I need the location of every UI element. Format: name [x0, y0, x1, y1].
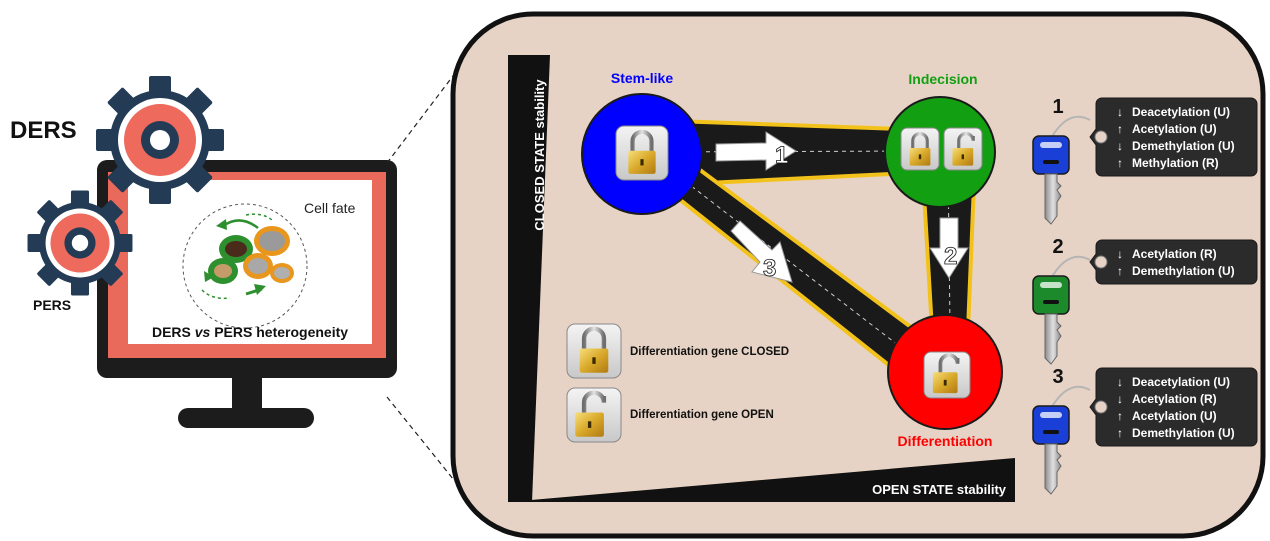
zoom-line-top — [386, 63, 463, 164]
modification-label: Demethylation (U) — [1132, 264, 1235, 278]
indecision-state — [884, 96, 996, 208]
key-icon — [1032, 135, 1070, 225]
up-arrow-icon: ↑ — [1117, 426, 1123, 440]
down-arrow-icon: ↓ — [1117, 105, 1123, 119]
epigenetic-keys: 1 ↓ Deacetylation (U) ↑ Acetylation (U) ↓ Deme… — [1032, 96, 1258, 495]
key-group-1: 1 ↓ Deacetylation (U) ↑ Acetylation (U) ↓ Deme… — [1032, 96, 1258, 225]
key-number: 3 — [1052, 366, 1063, 388]
modification-label: Acetylation (R) — [1132, 247, 1217, 261]
pers-label: PERS — [33, 297, 71, 313]
key-ring — [1049, 255, 1091, 281]
path-arrow-3: 3 — [730, 220, 793, 283]
key-number: 1 — [1052, 96, 1063, 118]
stem-like-state — [581, 93, 703, 215]
up-arrow-icon: ↑ — [1117, 122, 1123, 136]
key-tag: ↓ Deacetylation (U) ↓ Acetylation (R) ↑ Acety… — [1089, 367, 1258, 447]
cell-cluster-illustration — [201, 213, 294, 300]
cell-fate-label: Cell fate — [304, 200, 356, 216]
indecision-label: Indecision — [908, 71, 977, 87]
modification-label: Acetylation (U) — [1132, 409, 1217, 423]
path-number-2: 2 — [944, 243, 957, 270]
key-tag: ↓ Deacetylation (U) ↑ Acetylation (U) ↓ Demet… — [1089, 97, 1258, 177]
path-number-3: 3 — [763, 255, 776, 282]
modification-label: Acetylation (R) — [1132, 392, 1217, 406]
legend: Differentiation gene CLOSED Differentiat… — [566, 323, 789, 443]
modification-label: Deacetylation (U) — [1132, 105, 1230, 119]
key-icon — [1032, 405, 1070, 495]
monitor-illustration: Cell fate DERS vs PERS heterogeneity DER… — [10, 76, 397, 428]
up-arrow-icon: ↑ — [1117, 156, 1123, 170]
closed-state-axis-label: CLOSED STATE stability — [532, 79, 547, 231]
key-group-3: 3 ↓ Deacetylation (U) ↓ Acetylation (R) ↑ Acet… — [1032, 366, 1258, 495]
modification-label: Methylation (R) — [1132, 156, 1219, 170]
stem-like-label: Stem-like — [611, 70, 673, 86]
differentiation-state — [887, 314, 1003, 430]
key-ring — [1049, 115, 1091, 141]
up-arrow-icon: ↑ — [1117, 409, 1123, 423]
key-ring — [1049, 385, 1091, 411]
heterogeneity-label: DERS vs PERS heterogeneity — [152, 324, 348, 340]
closed-state-wedge — [508, 55, 550, 502]
path-arrow-2: 2 — [929, 217, 969, 279]
modification-label: Demethylation (U) — [1132, 139, 1235, 153]
zoom-line-bottom — [386, 396, 463, 491]
path-arrow-1: 1 — [715, 131, 797, 171]
legend-closed-label: Differentiation gene CLOSED — [630, 346, 789, 358]
down-arrow-icon: ↓ — [1117, 375, 1123, 389]
path-number-1: 1 — [775, 142, 788, 169]
differentiation-label: Differentiation — [898, 433, 993, 449]
down-arrow-icon: ↓ — [1117, 392, 1123, 406]
key-number: 2 — [1052, 236, 1063, 258]
up-arrow-icon: ↑ — [1117, 264, 1123, 278]
modification-label: Acetylation (U) — [1132, 122, 1217, 136]
open-state-axis-label: OPEN STATE stability — [872, 482, 1007, 497]
down-arrow-icon: ↓ — [1117, 139, 1123, 153]
modification-label: Demethylation (U) — [1132, 426, 1235, 440]
legend-open-label: Differentiation gene OPEN — [630, 409, 774, 421]
ders-label: DERS — [10, 117, 77, 144]
key-icon — [1032, 275, 1070, 365]
ders-gear-icon — [96, 76, 224, 204]
key-tag: ↓ Acetylation (R) ↑ Demethylation (U) — [1089, 239, 1258, 285]
pers-gear-icon — [27, 190, 133, 296]
down-arrow-icon: ↓ — [1117, 247, 1123, 261]
open-state-wedge — [508, 458, 1015, 502]
key-group-2: 2 ↓ Acetylation (R) ↑ Demethylation (U) — [1032, 236, 1258, 365]
modification-label: Deacetylation (U) — [1132, 375, 1230, 389]
